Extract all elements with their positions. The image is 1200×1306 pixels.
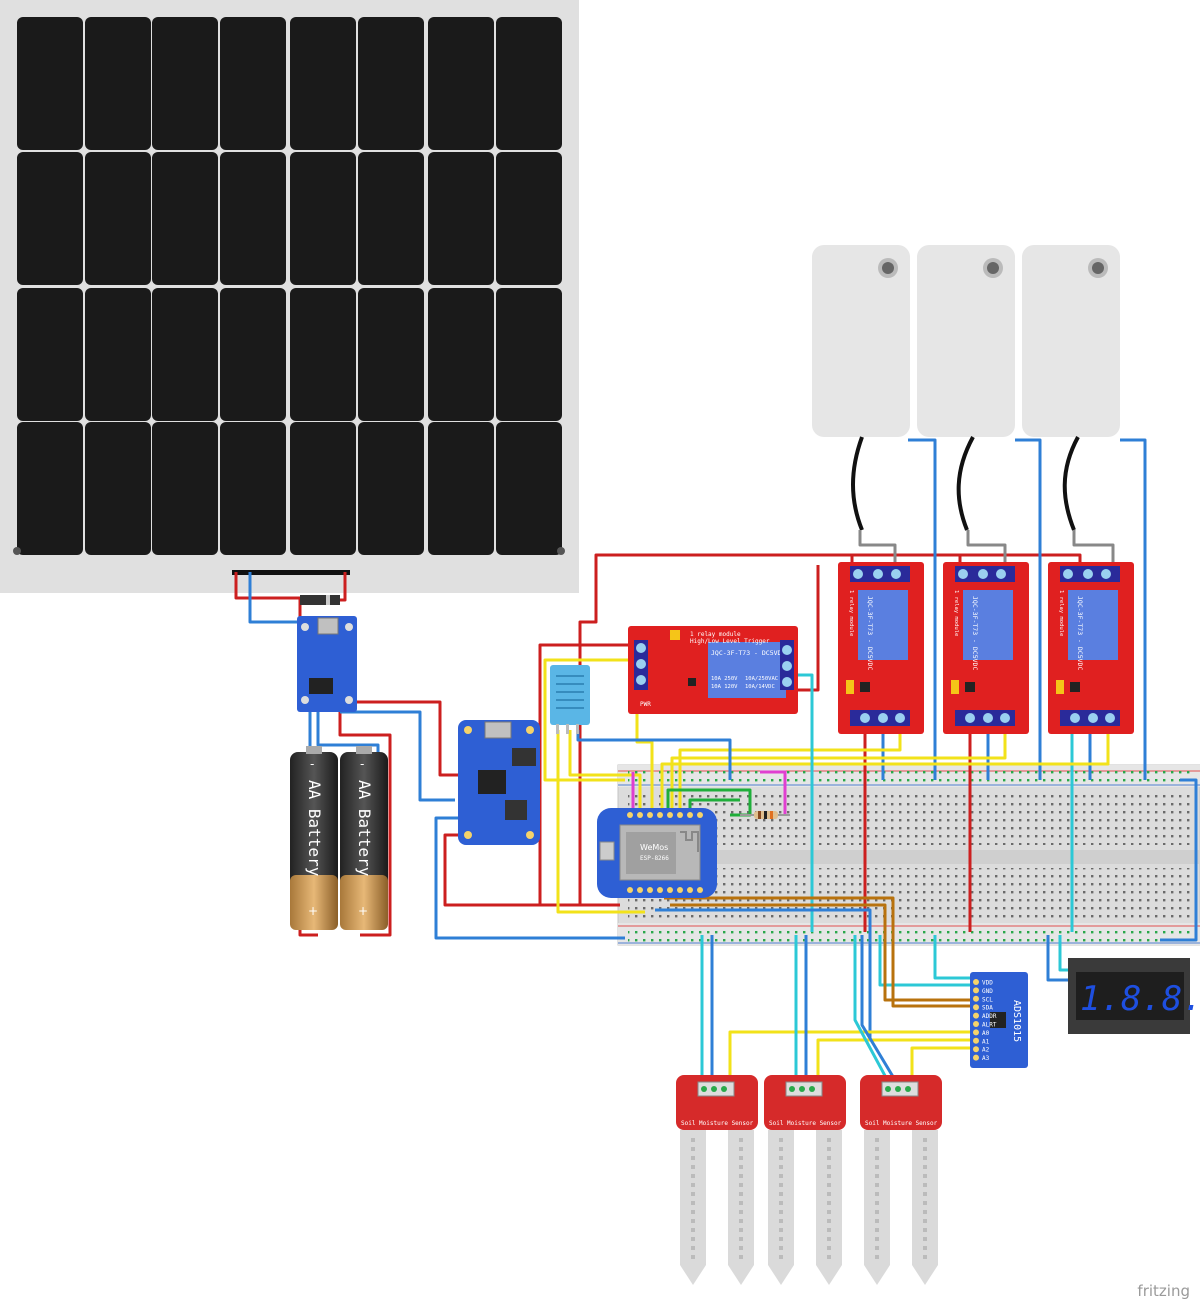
solar-cell [290,422,356,555]
boost-module [458,720,540,845]
solar-cell [152,17,218,150]
relay-main-rating-3: 10A/250VAC [745,676,778,682]
adc-pin-label: GND [982,988,993,995]
seven-segment-display: 1.8.8.8 [1068,958,1200,1034]
relay-2-model: JQC-3F-T73 - DC5VDC [971,596,979,670]
charger-module [297,616,357,712]
fritzing-watermark: fritzing [1137,1282,1190,1300]
soil-moisture-sensor-1: Soil Moisture Sensor [676,1075,758,1285]
solar-cell [496,422,562,555]
battery-1-label: AA Battery [305,780,324,877]
relay-main-rating-2: 10A 120V [711,684,738,690]
solar-cell [85,17,151,150]
adc-pin-label: SCL [982,996,993,1003]
adc-pin-label: A1 [982,1038,990,1045]
solar-cell [17,152,83,285]
adc-pin-label: ALRT [982,1022,997,1029]
solar-cell [496,152,562,285]
solar-cell [358,422,424,555]
battery-2: AA Battery + - [340,746,388,930]
solar-cell [358,17,424,150]
relay-main-title-1: 1 relay module [690,631,741,638]
solar-cell [85,152,151,285]
battery-1: AA Battery + - [290,746,338,930]
soil-moisture-sensor-3: Soil Moisture Sensor [860,1075,942,1285]
solar-cell [428,152,494,285]
diode [300,595,340,605]
relay-main-rating-4: 10A/14VDC [745,684,775,690]
relay-3-title: 1 relay module [1058,590,1064,636]
battery-2-plus: + [358,904,368,918]
relay-2-title: 1 relay module [953,590,959,636]
soil-moisture-label: Soil Moisture Sensor [865,1120,938,1127]
valve-1 [812,245,910,531]
resistor [740,811,790,819]
adc-pin-label: ADDR [982,1013,997,1020]
solar-cell [290,17,356,150]
solar-cell [220,17,286,150]
solar-cell [220,422,286,555]
adc-pin-label: VDD [982,980,993,987]
adc-pin-label: A3 [982,1055,990,1062]
solar-cell [85,288,151,421]
battery-2-label: AA Battery [355,780,374,877]
solar-cell [496,17,562,150]
wemos-d1-mini: WeMos ESP-8266 [597,808,717,898]
relay-main: JQC-3F-T73 - DC5VDC 10A 250V 10A 120V 10… [628,626,798,714]
adc-pin-label: A2 [982,1047,990,1054]
soil-moisture-label: Soil Moisture Sensor [681,1120,754,1127]
relay-2: JQC-3F-T73 - DC5VDC 1 relay module [943,562,1029,734]
soil-moisture-label: Soil Moisture Sensor [769,1120,842,1127]
relay-3: JQC-3F-T73 - DC5VDC 1 relay module [1048,562,1134,734]
solar-cell [85,422,151,555]
solar-cell [358,152,424,285]
solar-cell [428,17,494,150]
relay-main-title-2: High/Low Level Trigger [690,638,770,645]
solar-cell [496,288,562,421]
dht-sensor [550,665,590,734]
wemos-brand: WeMos [640,843,668,852]
relay-main-pwr: PWR [640,701,651,708]
relay-main-rating-1: 10A 250V [711,676,738,682]
solar-cell [220,152,286,285]
solar-cell [17,422,83,555]
soil-moisture-sensor-2: Soil Moisture Sensor [764,1075,846,1285]
relay-1: JQC-3F-T73 - DC5VDC 1 relay module [838,562,924,734]
solar-cell [152,288,218,421]
solar-panel [0,0,579,593]
solar-cell [290,288,356,421]
solar-cell [17,288,83,421]
solar-cell [428,422,494,555]
solar-cell [358,288,424,421]
adc-pin-label: A0 [982,1030,990,1037]
relay-main-model: JQC-3F-T73 - DC5VDC [711,649,785,657]
ads1015-label: ADS1015 [1011,1000,1022,1042]
battery-2-minus: - [360,757,364,771]
relay-3-model: JQC-3F-T73 - DC5VDC [1076,596,1084,670]
solar-cell [290,152,356,285]
solar-cell [152,152,218,285]
valve-2 [917,245,1015,531]
solar-cell [152,422,218,555]
solar-cell [17,17,83,150]
wemos-model: ESP-8266 [640,855,669,862]
battery-1-plus: + [308,904,318,918]
valve-3 [1022,245,1120,531]
relay-1-model: JQC-3F-T73 - DC5VDC [866,596,874,670]
battery-1-minus: - [310,757,314,771]
display-digits: 1.8.8.8 [1080,979,1200,1019]
adc-pin-label: SDA [982,1005,993,1012]
solar-cell [220,288,286,421]
solar-cell [428,288,494,421]
relay-1-title: 1 relay module [848,590,854,636]
